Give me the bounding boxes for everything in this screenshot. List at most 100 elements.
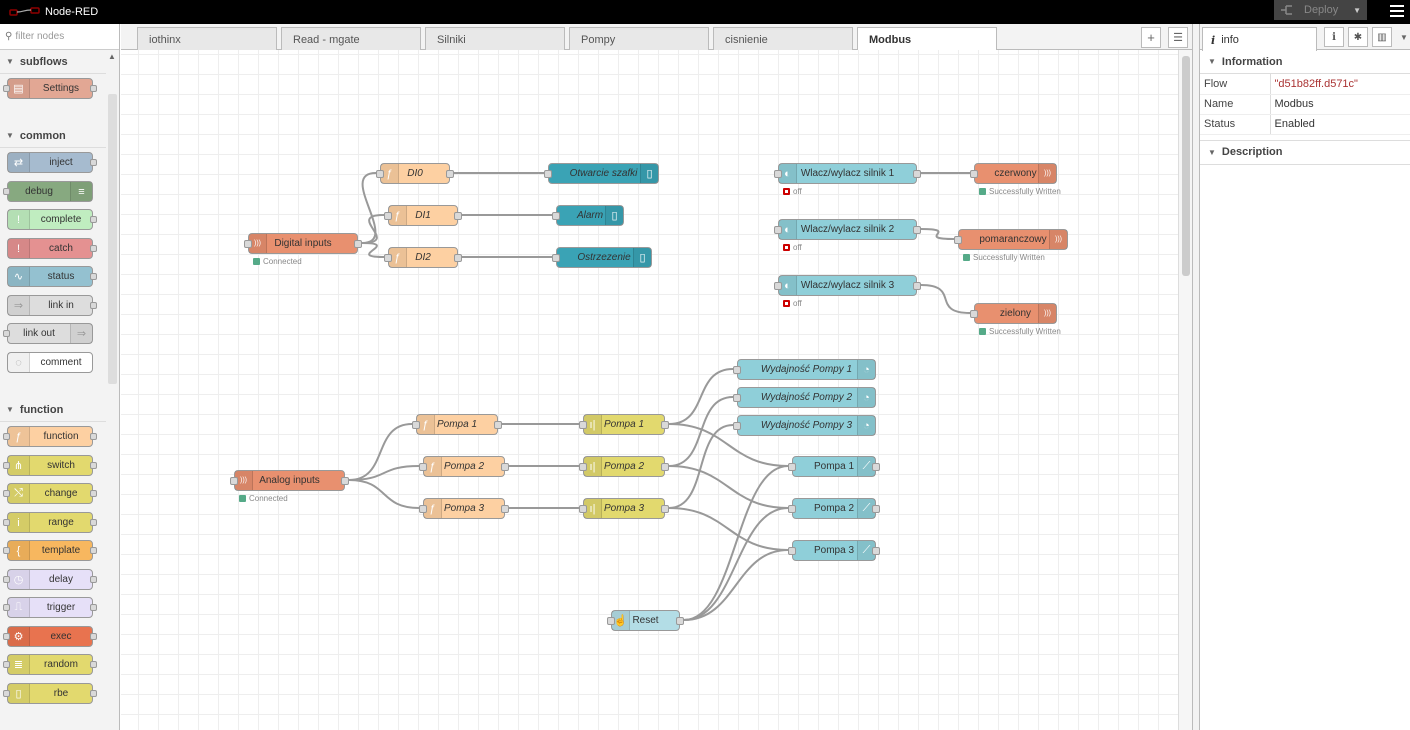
output-port[interactable] — [90, 661, 97, 668]
input-port[interactable] — [3, 433, 10, 440]
output-port[interactable] — [676, 617, 684, 625]
output-port[interactable] — [454, 212, 462, 220]
flow-node-ostrzezenie[interactable]: ▯Ostrzezenie — [552, 247, 652, 268]
input-port[interactable] — [244, 240, 252, 248]
input-port[interactable] — [788, 463, 796, 471]
flow-node-sw3[interactable]: ◐Wlacz/wylacz silnik 3 — [774, 275, 921, 296]
input-port[interactable] — [3, 661, 10, 668]
input-port[interactable] — [376, 170, 384, 178]
sidebar-dashboard-button[interactable]: ▥ — [1372, 27, 1392, 47]
palette-node-trigger[interactable]: ⎍trigger — [3, 597, 97, 618]
output-port[interactable] — [90, 433, 97, 440]
input-port[interactable] — [230, 477, 238, 485]
wire[interactable] — [348, 465, 420, 481]
input-port[interactable] — [3, 188, 10, 195]
information-section-header[interactable]: ▼ Information — [1200, 50, 1410, 74]
wire[interactable] — [361, 214, 385, 244]
flow-node-sw2[interactable]: ◐Wlacz/wylacz silnik 2 — [774, 219, 921, 240]
input-port[interactable] — [970, 310, 978, 318]
wire[interactable] — [361, 172, 377, 244]
filter-nodes-input[interactable]: filter nodes — [15, 31, 65, 42]
wire[interactable] — [920, 228, 955, 240]
tab-info[interactable]: i info — [1202, 27, 1317, 51]
input-port[interactable] — [954, 236, 962, 244]
output-port[interactable] — [90, 159, 97, 166]
palette-category-subflows[interactable]: ▼subflows — [0, 50, 106, 74]
flow-node-alarm[interactable]: ▯Alarm — [552, 205, 624, 226]
canvas-scrollbar[interactable] — [1178, 50, 1192, 730]
output-port[interactable] — [872, 463, 880, 471]
tab-cisnienie[interactable]: cisnienie — [713, 27, 853, 50]
flow-node-cp3[interactable]: ⟋Pompa 3 — [788, 540, 880, 561]
wire[interactable] — [683, 549, 789, 621]
palette-node-catch[interactable]: !catch — [7, 238, 97, 259]
input-port[interactable] — [579, 421, 587, 429]
input-port[interactable] — [579, 463, 587, 471]
output-port[interactable] — [90, 547, 97, 554]
output-port[interactable] — [90, 462, 97, 469]
palette-node-comment[interactable]: ◌comment — [7, 352, 93, 373]
input-port[interactable] — [419, 463, 427, 471]
input-port[interactable] — [384, 254, 392, 262]
input-port[interactable] — [733, 422, 741, 430]
palette-node-random[interactable]: ≣random — [3, 654, 97, 675]
flow-node-cp1[interactable]: ⟋Pompa 1 — [788, 456, 880, 477]
wire[interactable] — [668, 368, 734, 425]
tab-modbus[interactable]: Modbus — [857, 27, 997, 51]
main-menu-icon[interactable] — [1390, 4, 1404, 18]
sidebar-info-button[interactable]: i — [1324, 27, 1344, 47]
flow-node-zielony[interactable]: )))zielony — [970, 303, 1057, 324]
palette-node-link-out[interactable]: link out⇒ — [3, 323, 93, 344]
flow-node-wp3[interactable]: ◔Wydajność Pompy 3 — [733, 415, 876, 436]
palette-node-delay[interactable]: ◷delay — [3, 569, 97, 590]
output-port[interactable] — [90, 604, 97, 611]
input-port[interactable] — [774, 170, 782, 178]
flow-node-rp1[interactable]: ı|Pompa 1 — [579, 414, 669, 435]
input-port[interactable] — [412, 421, 420, 429]
input-port[interactable] — [774, 282, 782, 290]
flow-node-cp2[interactable]: ⟋Pompa 2 — [788, 498, 880, 519]
output-port[interactable] — [90, 519, 97, 526]
palette-category-function[interactable]: ▼function — [0, 398, 106, 422]
wire[interactable] — [683, 465, 789, 621]
palette-node-template[interactable]: {template — [3, 540, 97, 561]
output-port[interactable] — [90, 85, 97, 92]
input-port[interactable] — [3, 690, 10, 697]
wire[interactable] — [668, 507, 789, 551]
flow-node-reset[interactable]: ☝Reset — [607, 610, 684, 631]
output-port[interactable] — [872, 505, 880, 513]
deploy-button[interactable]: Deploy ▼ — [1274, 0, 1367, 20]
sidebar-debug-button[interactable]: ✱ — [1348, 27, 1368, 47]
flow-node-otwarcie[interactable]: ▯Otwarcie szafki — [544, 163, 659, 184]
output-port[interactable] — [90, 633, 97, 640]
output-port[interactable] — [90, 273, 97, 280]
input-port[interactable] — [733, 394, 741, 402]
chevron-down-icon[interactable]: ▼ — [1400, 33, 1408, 42]
tab-iothinx[interactable]: iothinx — [137, 27, 277, 50]
output-port[interactable] — [354, 240, 362, 248]
flow-node-pomaranczowy[interactable]: )))pomaranczowy — [954, 229, 1068, 250]
output-port[interactable] — [90, 490, 97, 497]
output-port[interactable] — [661, 421, 669, 429]
flow-node-wp2[interactable]: ◔Wydajność Pompy 2 — [733, 387, 876, 408]
flow-node-digital_inputs[interactable]: )))Digital inputs — [244, 233, 362, 254]
input-port[interactable] — [544, 170, 552, 178]
output-port[interactable] — [454, 254, 462, 262]
output-port[interactable] — [501, 463, 509, 471]
input-port[interactable] — [3, 604, 10, 611]
palette-node-inject[interactable]: ⇄inject — [7, 152, 97, 173]
palette-node-switch[interactable]: ⋔switch — [3, 455, 97, 476]
output-port[interactable] — [872, 547, 880, 555]
input-port[interactable] — [788, 505, 796, 513]
input-port[interactable] — [774, 226, 782, 234]
description-section-header[interactable]: ▼ Description — [1200, 141, 1410, 165]
tab-silniki[interactable]: Silniki — [425, 27, 565, 50]
palette-node-debug[interactable]: debug≡ — [3, 181, 93, 202]
input-port[interactable] — [3, 462, 10, 469]
sidebar-splitter[interactable] — [1192, 24, 1199, 730]
